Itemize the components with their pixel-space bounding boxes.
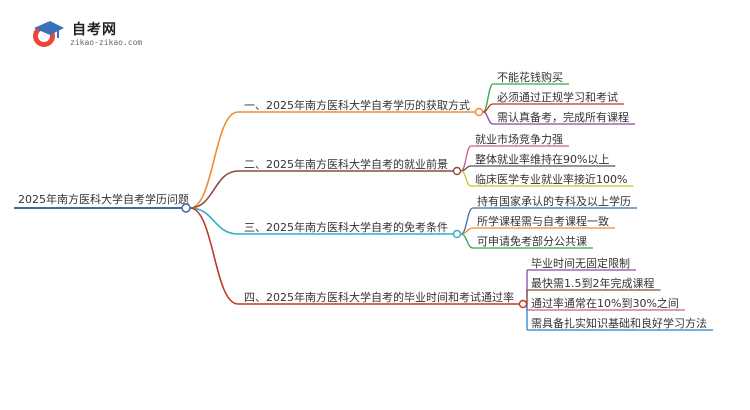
leaf-label: 可申请免考部分公共课 <box>477 234 587 248</box>
branch-label: 一、2025年南方医科大学自考学历的获取方式 <box>244 98 470 112</box>
leaf-label: 需认真备考，完成所有课程 <box>497 110 629 124</box>
leaf-label: 需具备扎实知识基础和良好学习方法 <box>531 316 707 330</box>
leaf-label: 通过率通常在10%到30%之间 <box>531 296 679 310</box>
leaf-label: 就业市场竞争力强 <box>475 132 563 146</box>
branch-node-dot <box>474 107 484 117</box>
root-node-label: 2025年南方医科大学自考学历问题 <box>18 192 189 206</box>
leaf-connector <box>482 111 494 125</box>
root-node-dot <box>181 203 191 213</box>
branch-label: 二、2025年南方医科大学自考的就业前景 <box>244 157 448 171</box>
logo-url: zikao-zikao.com <box>70 38 143 47</box>
branch-label: 三、2025年南方医科大学自考的免考条件 <box>244 220 448 234</box>
branch-connector <box>189 170 239 209</box>
leaf-connector <box>460 233 474 249</box>
branch-label: 四、2025年南方医科大学自考的毕业时间和考试通过率 <box>244 290 514 304</box>
leaf-connector <box>460 170 472 187</box>
branch-node-dot <box>452 166 462 176</box>
leaf-label: 持有国家承认的专科及以上学历 <box>477 194 631 208</box>
leaf-label: 不能花钱购买 <box>497 70 563 84</box>
branch-node-dot <box>518 299 528 309</box>
leaf-label: 必须通过正规学习和考试 <box>497 90 618 104</box>
branch-connector <box>189 111 239 209</box>
logo-title: 自考网 <box>72 22 117 38</box>
leaf-connector <box>460 165 472 172</box>
leaf-label: 所学课程需与自考课程一致 <box>477 214 609 228</box>
site-logo[interactable]: 自考网 zikao-zikao.com <box>30 18 160 50</box>
mind-map-nodes: 2025年南方医科大学自考学历问题 一、2025年南方医科大学自考学历的获取方式 不… <box>14 70 713 331</box>
branch-node-dot <box>452 229 462 239</box>
leaf-connector <box>460 227 474 235</box>
branch-connector <box>189 207 239 235</box>
graduation-cap-icon <box>33 21 64 47</box>
leaf-label: 最快需1.5到2年完成课程 <box>531 276 655 290</box>
leaf-label: 整体就业率维持在90%以上 <box>475 152 609 166</box>
connector-lines <box>189 83 528 330</box>
leaf-label: 临床医学专业就业率接近100% <box>475 172 627 186</box>
leaf-label: 毕业时间无固定限制 <box>531 256 630 270</box>
leaf-connector <box>460 145 472 172</box>
branch-connector <box>189 207 239 305</box>
